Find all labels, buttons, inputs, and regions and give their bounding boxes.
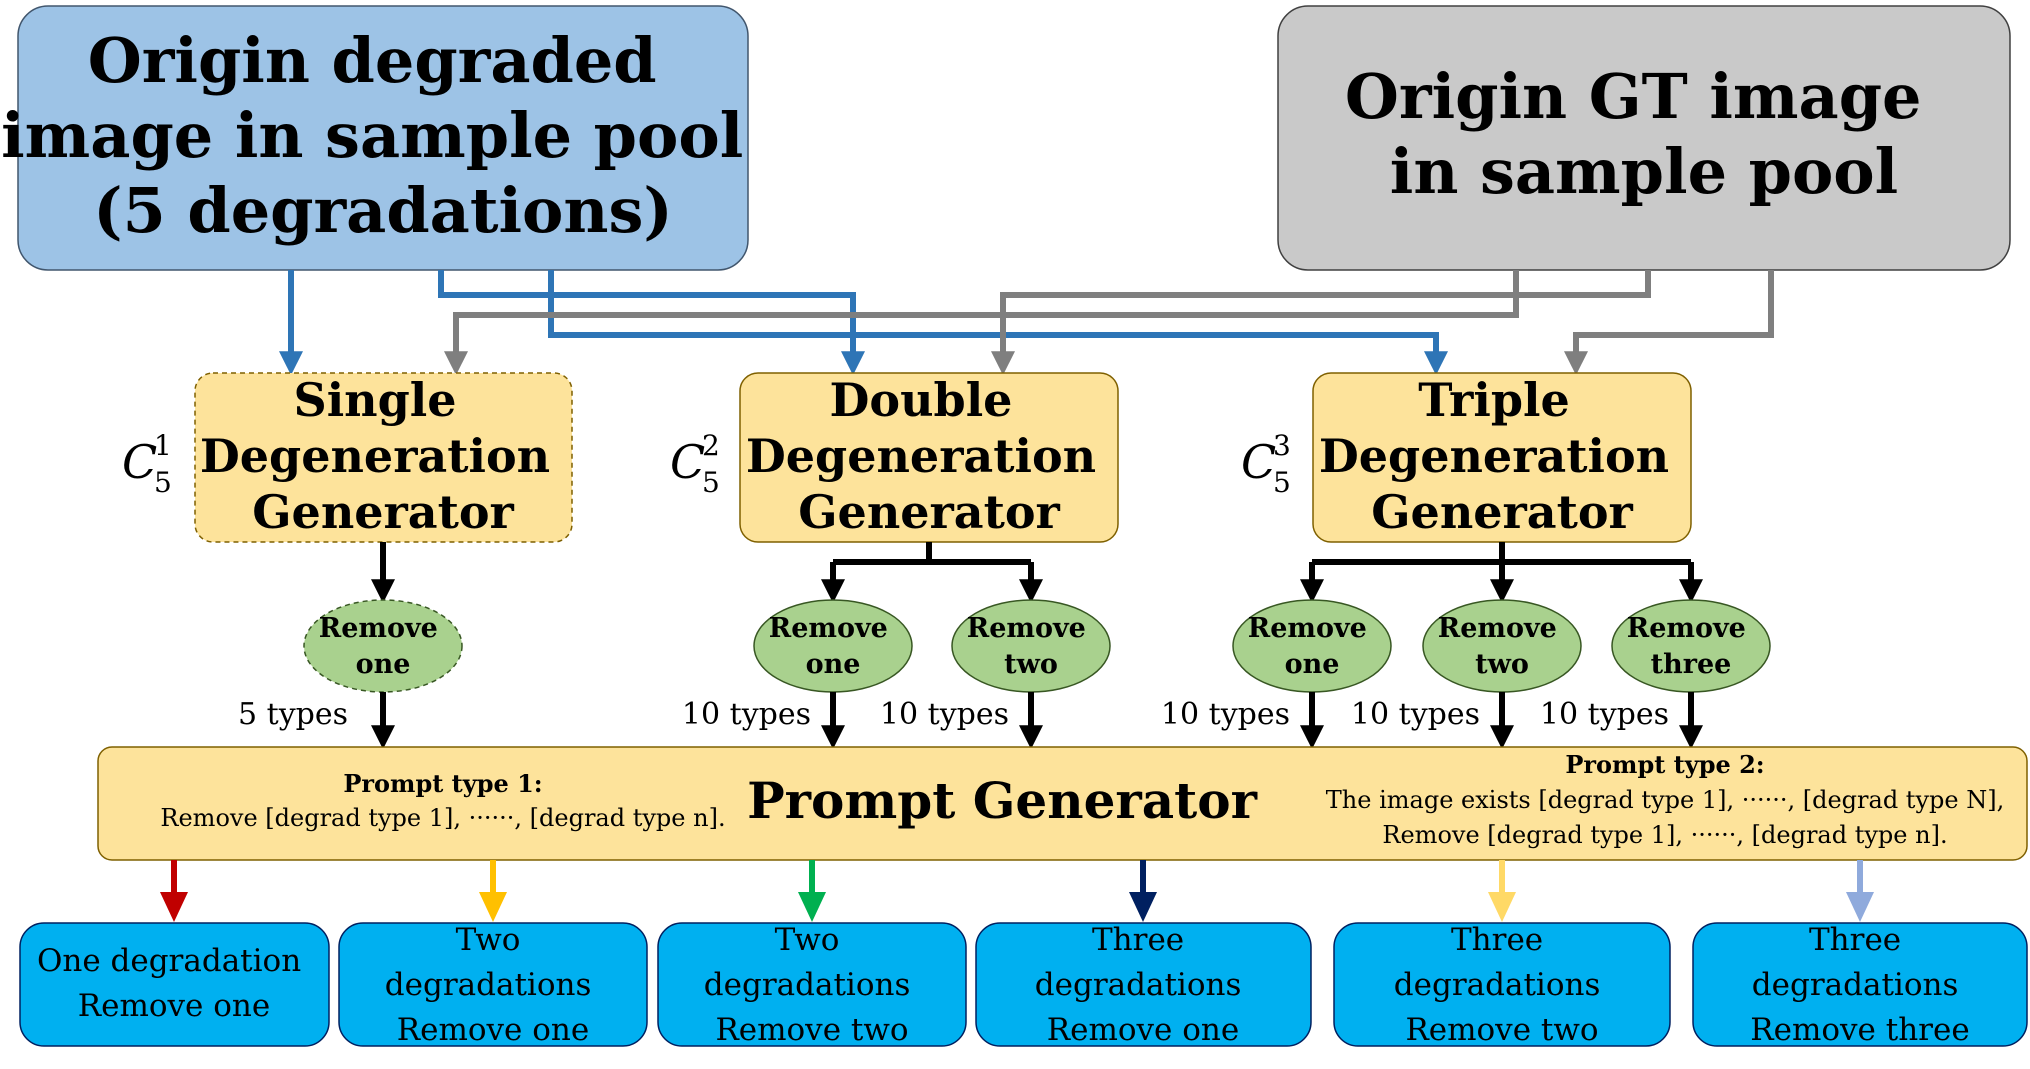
svg-text:Remove three: Remove three xyxy=(1627,613,1755,680)
combination-c5-3: C 3 5 xyxy=(1241,429,1291,499)
prompt-type1-title: Prompt type 1: xyxy=(343,769,542,798)
output-box-3: Two degradations Remove two xyxy=(657,922,967,1048)
remove-ellipse-triple-three: Remove three xyxy=(1611,599,1771,693)
svg-text:2: 2 xyxy=(702,429,720,462)
blue-arrow-to-triple xyxy=(548,270,1448,376)
prompt-type2-line1: The image exists [degrad type 1], ······… xyxy=(1326,786,2004,814)
double-generator-label: Double Degeneration Generator xyxy=(746,373,1112,539)
output-arrowhead-3 xyxy=(798,892,826,922)
svg-text:Two degradations R: Two degradations Remove one xyxy=(385,922,601,1048)
source-degraded-box xyxy=(17,5,749,271)
gray-connector-arrows xyxy=(444,270,1774,376)
svg-text:C: C xyxy=(122,435,157,489)
svg-text:Three degradations: Three degradations Remove three xyxy=(1750,922,1969,1048)
svg-text:1: 1 xyxy=(154,429,172,462)
gray-arrow-to-triple xyxy=(1564,270,1774,376)
types-label-double-one: 10 types xyxy=(682,697,811,732)
source-gt-label: Origin GT image in sample pool xyxy=(1345,60,1943,208)
output-box-4: Three degradations Remove one xyxy=(975,922,1312,1048)
svg-text:5: 5 xyxy=(154,466,172,499)
svg-text:One degradation Remove o: One degradation Remove one xyxy=(37,943,311,1024)
svg-text:Remove two: Remove two xyxy=(967,613,1095,680)
svg-text:Remove one: Remove one xyxy=(769,613,897,680)
gray-arrow-to-single xyxy=(444,270,1519,376)
types-label-triple-one: 10 types xyxy=(1161,697,1290,732)
output-arrowhead-6 xyxy=(1846,892,1874,922)
output-box-5: Three degradations Remove two xyxy=(1333,922,1671,1048)
combination-c5-2: C 2 5 xyxy=(670,429,720,499)
black-branch-arrows xyxy=(371,542,1703,604)
remove-ellipse-triple-two: Remove two xyxy=(1422,599,1582,693)
output-box-1: One degradation Remove one xyxy=(19,922,330,1047)
svg-text:3: 3 xyxy=(1273,429,1291,462)
single-generator-label: Single Degeneration Generator xyxy=(200,373,566,539)
type-count-labels: 5 types 10 types 10 types 10 types 10 ty… xyxy=(238,697,1669,732)
output-arrowhead-1 xyxy=(160,892,188,922)
svg-text:5: 5 xyxy=(1273,466,1291,499)
svg-text:Three degradations: Three degradations Remove one xyxy=(1035,922,1251,1048)
output-arrowhead-2 xyxy=(479,892,507,922)
remove-ellipse-single-one: Remove one xyxy=(303,599,463,693)
output-arrows xyxy=(160,860,1874,922)
svg-text:Two degradations R: Two degradations Remove two xyxy=(704,922,920,1048)
types-label-triple-two: 10 types xyxy=(1351,697,1480,732)
prompt-type1-text: Remove [degrad type 1], ······, [degrad … xyxy=(160,804,725,832)
svg-text:Three degradations: Three degradations Remove two xyxy=(1394,922,1610,1048)
types-label-single-one: 5 types xyxy=(238,697,348,732)
types-label-triple-three: 10 types xyxy=(1540,697,1669,732)
svg-text:Remove one: Remove one xyxy=(319,613,447,680)
triple-generator-label: Triple Degeneration Generator xyxy=(1319,373,1685,539)
black-prompt-arrows xyxy=(371,692,1703,750)
prompt-type2-title: Prompt type 2: xyxy=(1565,750,1764,779)
svg-text:Remove two: Remove two xyxy=(1438,613,1566,680)
gray-arrow-to-double xyxy=(991,270,1651,376)
svg-text:C: C xyxy=(1241,435,1276,489)
remove-ellipse-double-two: Remove two xyxy=(951,599,1111,693)
svg-text:5: 5 xyxy=(702,466,720,499)
blue-arrow-to-double xyxy=(438,270,865,376)
single-generator-box xyxy=(194,372,573,543)
output-arrowhead-4 xyxy=(1129,892,1157,922)
output-box-2: Two degradations Remove one xyxy=(338,922,648,1048)
prompt-generator-box xyxy=(97,746,2028,861)
svg-text:C: C xyxy=(670,435,705,489)
source-gt-box xyxy=(1277,5,2011,271)
source-degraded-label: Origin degraded image in sample pool (5 … xyxy=(1,24,765,247)
output-box-6: Three degradations Remove three xyxy=(1692,922,2028,1048)
remove-ellipse-triple-one: Remove one xyxy=(1232,599,1392,693)
output-arrowhead-5 xyxy=(1488,892,1516,922)
blue-connector-arrows xyxy=(279,270,1448,376)
combination-c5-1: C 1 5 xyxy=(122,429,172,499)
types-label-double-two: 10 types xyxy=(880,697,1009,732)
svg-text:Remove one: Remove one xyxy=(1248,613,1376,680)
prompt-type2-line2: Remove [degrad type 1], ······, [degrad … xyxy=(1382,821,1947,849)
remove-ellipse-double-one: Remove one xyxy=(753,599,913,693)
prompt-generator-title: Prompt Generator xyxy=(747,771,1258,830)
